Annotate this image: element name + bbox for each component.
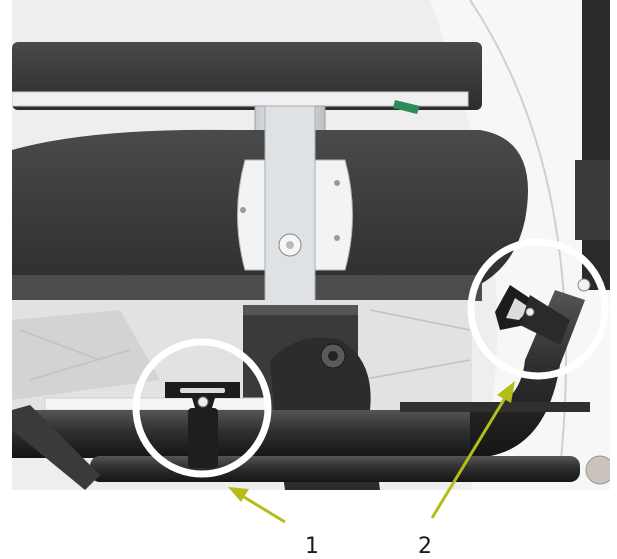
post-front — [264, 105, 316, 307]
strap-clip-1 — [165, 382, 240, 468]
left-strut — [12, 405, 100, 490]
screw-2 — [334, 180, 340, 186]
hinge-block-top — [243, 305, 358, 315]
frame-lines — [19, 309, 471, 381]
side-rail — [44, 397, 271, 411]
back-post — [582, 0, 610, 290]
screw-3 — [334, 235, 340, 241]
hinge-bolt-center — [328, 351, 338, 361]
seat-plate-edge — [12, 91, 469, 107]
callout-label-1: 1 — [305, 534, 319, 559]
strap-clip-2 — [495, 278, 591, 345]
green-tab — [393, 100, 420, 114]
illustration — [12, 0, 610, 490]
back-post-joint — [575, 160, 610, 240]
callout-arrow-2 — [430, 381, 515, 519]
callout-label-2: 2 — [418, 534, 432, 559]
main-tube — [12, 410, 482, 458]
callout-arrow-1 — [228, 487, 286, 524]
screw-1 — [240, 207, 246, 213]
caster-hub — [585, 455, 610, 485]
cushion-band — [12, 275, 482, 301]
wheel-rim — [469, 0, 567, 471]
highlight-circle-1 — [132, 338, 272, 478]
thin-tube — [400, 402, 590, 412]
highlight-circle-2 — [467, 238, 609, 380]
bolt-center-hole — [286, 241, 294, 249]
